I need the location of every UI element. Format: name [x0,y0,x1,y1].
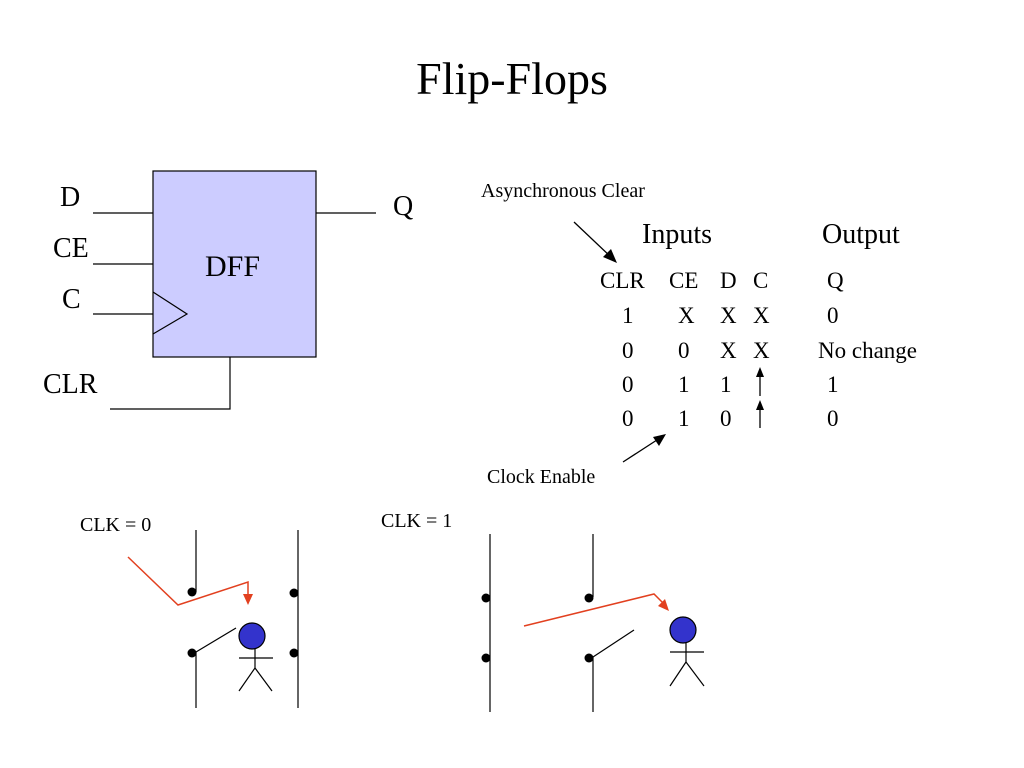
contact-dot [187,648,197,658]
clock-triangle [152,291,189,335]
clk1-label: CLK = 1 [381,510,453,532]
red-path-arrowhead [243,594,253,605]
dff-label: DFF [205,250,261,283]
contact-dot [187,587,197,597]
red-path-arrowhead [658,599,669,611]
person-icon [238,622,273,692]
pin-label-clr: CLR [43,369,98,400]
pin-label-d: D [60,182,81,213]
table-cell: X [678,303,695,328]
pin-label-c: C [62,284,81,315]
clock-enable-arrow [622,437,661,463]
table-cell: 0 [622,372,634,397]
page-title: Flip-Flops [416,53,608,104]
pin-label-q: Q [393,191,414,222]
table-cell: 0 [827,406,839,431]
table-cell: 0 [622,406,634,431]
table-cell: 0 [678,338,690,363]
red-path-line [127,556,249,606]
contact-dot [481,653,491,663]
async-clear-arrow [573,221,613,259]
clr-input-wire [110,357,231,410]
table-cell: 1 [622,303,634,328]
dff-block [152,170,317,358]
table-cell: 1 [720,372,732,397]
rising-edge-icon [756,367,764,396]
contact-dot [584,653,594,663]
table-cell: 0 [827,303,839,328]
col-header-ce: CE [669,268,699,293]
table-cell: 1 [678,372,690,397]
table-cell: X [753,303,770,328]
async-clear-arrowhead [603,249,617,263]
col-header-d: D [720,268,737,293]
table-cell: 0 [622,338,634,363]
table-cell: 0 [720,406,732,431]
clock-enable-arrowhead [653,434,666,446]
contact-dot [584,593,594,603]
output-header: Output [822,219,900,250]
switch-arm [195,627,237,653]
rising-edge-icon [756,400,764,428]
contact-dot [481,593,491,603]
clock-enable-note: Clock Enable [487,466,596,488]
switch-arm [592,629,635,658]
table-cell: X [720,303,737,328]
table-cell: X [720,338,737,363]
clk0-illustration [127,530,299,708]
table-cell: 1 [827,372,839,397]
col-header-c: C [753,268,769,293]
inputs-header: Inputs [642,219,712,250]
pin-label-ce: CE [53,233,89,264]
table-cell: 1 [678,406,690,431]
clk1-illustration [481,534,705,712]
red-path-line [523,593,665,627]
col-header-q: Q [827,268,844,293]
contact-dot [289,648,299,658]
table-cell: X [753,338,770,363]
async-clear-note: Asynchronous Clear [481,180,645,202]
clk0-label: CLK = 0 [80,514,152,536]
contact-dot [289,588,299,598]
col-header-clr: CLR [600,268,645,293]
table-cell: No change [818,338,917,363]
person-icon [669,616,705,687]
